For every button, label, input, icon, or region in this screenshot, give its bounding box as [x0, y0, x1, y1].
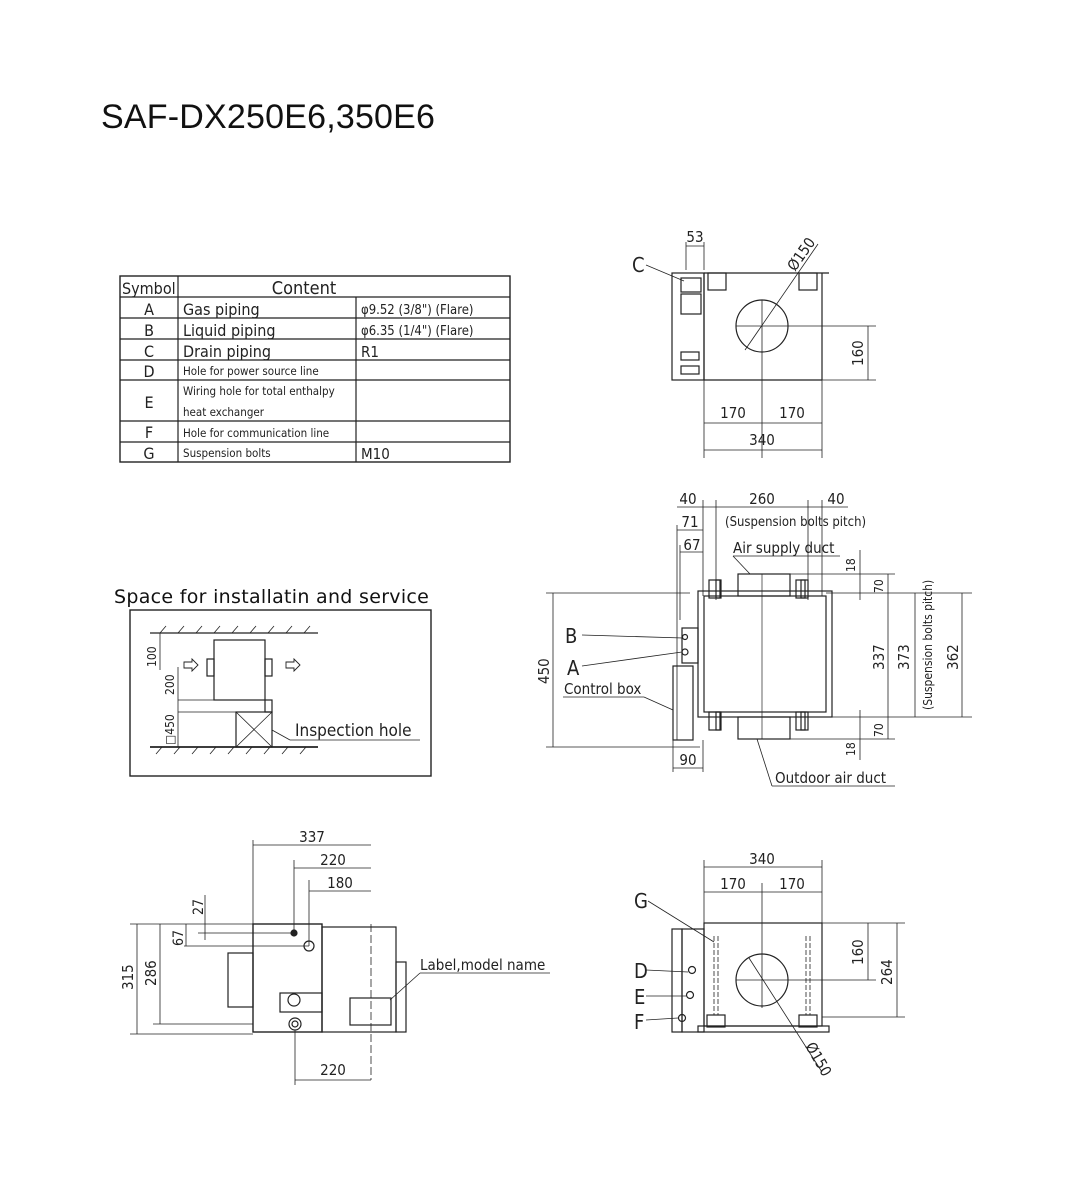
dim-67: 67	[683, 536, 700, 554]
dim-70-top: 70	[872, 579, 886, 593]
table-symbol: F	[145, 423, 153, 442]
dim-286: 286	[142, 960, 160, 986]
top-view	[546, 500, 972, 787]
dim-170-left: 170	[720, 875, 746, 893]
dim-160: 160	[849, 340, 867, 366]
table-spec: R1	[361, 343, 379, 361]
table-header-content: Content	[272, 278, 336, 299]
inspection-hole-label: Inspection hole	[295, 721, 412, 741]
table-header-symbol: Symbol	[122, 279, 176, 298]
side-view	[130, 840, 550, 1085]
dim-450: 450	[535, 658, 553, 684]
table-name-cont: heat exchanger	[183, 405, 265, 419]
dim-diameter: Ø150	[802, 1039, 836, 1080]
dim-315: 315	[119, 964, 137, 990]
dim-67: 67	[171, 930, 187, 946]
label-d: D	[634, 959, 648, 983]
dim-170-right: 170	[779, 404, 805, 422]
dim-18-bottom: 18	[844, 742, 858, 756]
dim-200: 200	[163, 674, 177, 695]
label-b: B	[565, 624, 577, 648]
page-title: SAF-DX250E6,350E6	[101, 98, 436, 136]
dim-27: 27	[191, 899, 207, 915]
table-name: Gas piping	[183, 300, 260, 319]
label-model-name: Label,model name	[420, 956, 545, 974]
table-symbol: C	[144, 342, 154, 361]
dim-337: 337	[299, 828, 325, 846]
dim-337: 337	[870, 644, 888, 670]
dim-170-right: 170	[779, 875, 805, 893]
pitch-note: (Suspension bolts pitch)	[725, 515, 866, 530]
dim-260: 260	[749, 490, 775, 508]
table-spec: φ9.52 (3/8") (Flare)	[361, 303, 474, 318]
air-supply-label: Air supply duct	[733, 539, 834, 557]
symbol-table	[119, 275, 511, 463]
dim-340: 340	[749, 850, 775, 868]
rear-view	[645, 860, 905, 1073]
table-symbol: A	[144, 300, 154, 319]
dim-70-bottom: 70	[872, 723, 886, 737]
dim-90: 90	[679, 751, 696, 769]
label-a: A	[567, 656, 580, 680]
label-g: G	[634, 889, 648, 913]
table-symbol: B	[144, 321, 154, 340]
table-name: Drain piping	[183, 342, 271, 361]
side-pitch-note: (Suspension bolts pitch)	[921, 580, 935, 710]
dim-373: 373	[895, 644, 913, 670]
dim-diameter: Ø150	[784, 234, 820, 274]
table-symbol: E	[144, 393, 153, 412]
table-name: Liquid piping	[183, 321, 276, 340]
table-name: Hole for power source line	[183, 364, 319, 378]
table-symbol: D	[143, 362, 154, 381]
table-name: Wiring hole for total enthalpy	[183, 384, 335, 398]
dim-180: 180	[327, 874, 353, 892]
dim-40-right: 40	[827, 490, 844, 508]
dim-450: □450	[163, 714, 177, 745]
front-view	[645, 242, 876, 458]
table-symbol: G	[143, 444, 154, 463]
label-e: E	[634, 985, 645, 1009]
dim-170-left: 170	[720, 404, 746, 422]
service-space-title: Space for installatin and service	[114, 586, 430, 608]
dim-40-left: 40	[679, 490, 696, 508]
label-f: F	[634, 1010, 644, 1034]
outdoor-air-label: Outdoor air duct	[775, 769, 886, 787]
dim-53: 53	[686, 228, 703, 246]
dim-264: 264	[878, 959, 896, 985]
dim-18-top: 18	[844, 558, 858, 572]
table-name: Suspension bolts	[183, 446, 271, 460]
dim-220-bottom: 220	[320, 1061, 346, 1079]
control-box-label: Control box	[564, 680, 641, 698]
dim-340: 340	[749, 431, 775, 449]
dim-100: 100	[145, 646, 159, 667]
dim-220-top: 220	[320, 851, 346, 869]
table-spec: M10	[361, 445, 390, 463]
dim-362: 362	[944, 644, 962, 670]
dim-71: 71	[681, 513, 698, 531]
dim-160: 160	[849, 939, 867, 965]
service-space-diagram	[129, 609, 432, 777]
label-c: C	[632, 253, 645, 277]
table-spec: φ6.35 (1/4") (Flare)	[361, 324, 474, 339]
table-name: Hole for communication line	[183, 426, 329, 440]
